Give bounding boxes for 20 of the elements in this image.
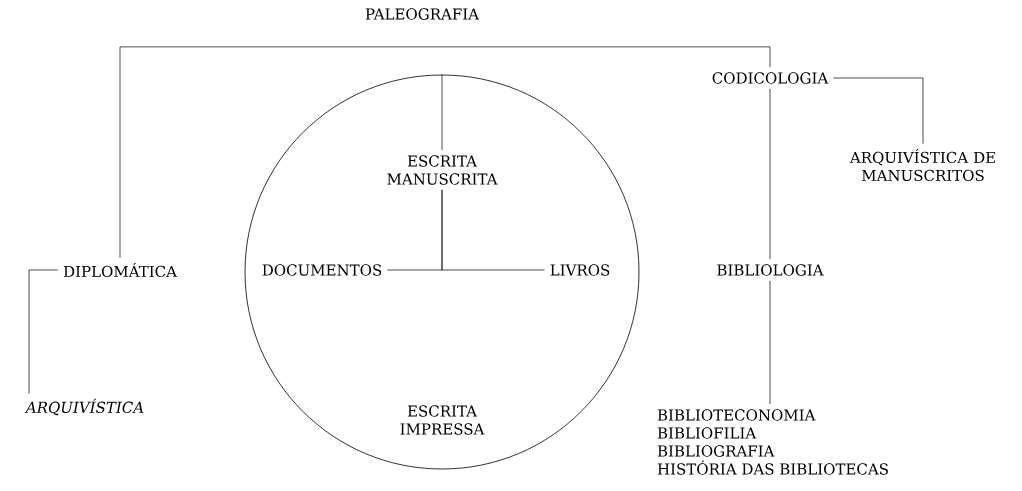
circle xyxy=(244,74,640,470)
connector-line xyxy=(441,189,545,271)
term-label: PALEOGRAFIA xyxy=(365,8,480,20)
term-label: ESCRITA MANUSCRITA xyxy=(387,155,498,185)
term-label: DIPLOMÁTICA xyxy=(63,262,178,278)
connector-line xyxy=(28,269,59,394)
connector-line xyxy=(421,46,771,68)
term-label: ESCRITA IMPRESSA xyxy=(400,405,485,435)
term-label: CODICOLOGIA xyxy=(712,72,829,84)
connector-line xyxy=(769,280,771,405)
term-label: DOCUMENTOS xyxy=(262,264,382,276)
connector-line xyxy=(119,46,423,259)
connector-line xyxy=(833,77,924,145)
connector-line xyxy=(769,88,771,260)
term-label: ARQUIVÍSTICA xyxy=(24,398,144,416)
term-list: BIBLIOTECONOMIA BIBLIOFILIA BIBLIOGRAFIA HISTÓRIA DAS BIBLIOTECAS xyxy=(657,409,888,475)
term-label: ARQUIVÍSTICA DE MANUSCRITOS xyxy=(849,148,995,182)
term-label: BIBLIOLOGIA xyxy=(717,264,824,276)
term-label: LIVROS xyxy=(550,264,610,276)
connector-line xyxy=(441,74,443,151)
